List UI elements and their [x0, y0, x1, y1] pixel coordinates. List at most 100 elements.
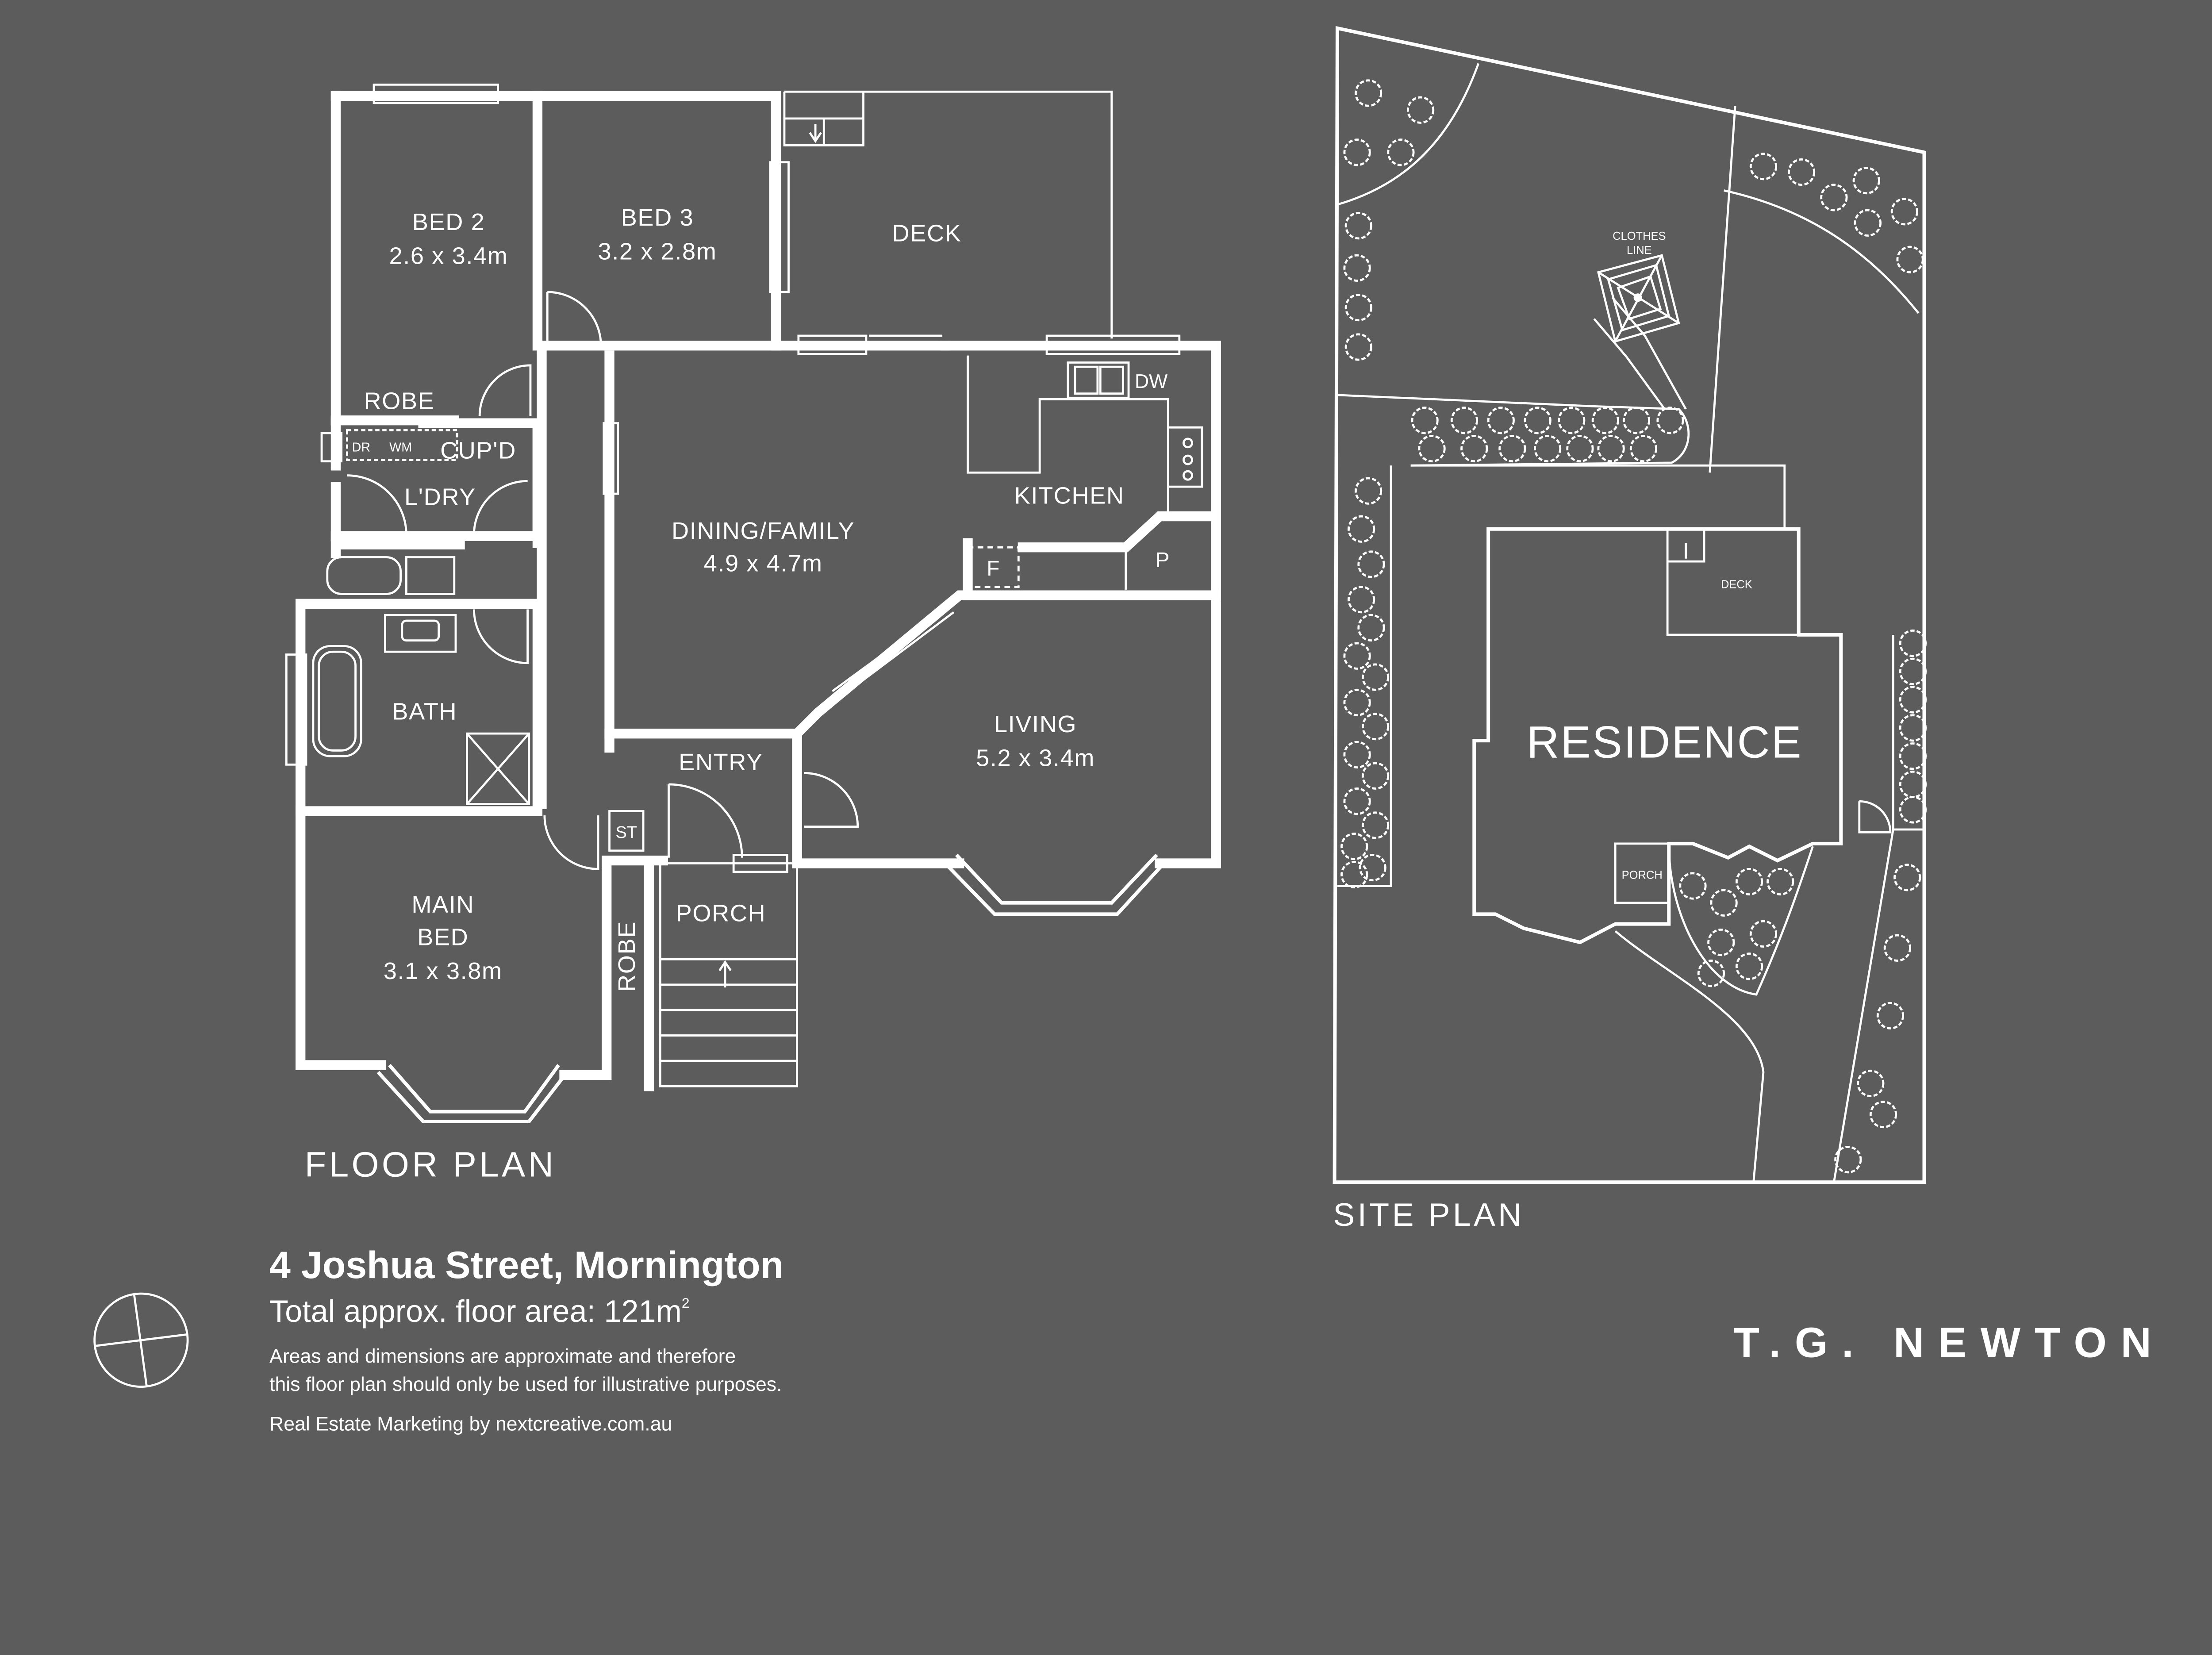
tree-icon: [1359, 854, 1386, 882]
tree-icon: [1344, 333, 1372, 361]
tree-icon: [1387, 138, 1415, 166]
tree-icon: [1343, 254, 1371, 282]
address: 4 Joshua Street, Mornington: [269, 1244, 783, 1286]
site-plan: RESIDENCE DECK PORCH CLOTHES LINE SITE P…: [1333, 26, 1927, 1233]
credit: Real Estate Marketing by nextcreative.co…: [269, 1413, 672, 1435]
tree-icon: [1343, 688, 1371, 717]
site-porch-label: PORCH: [1622, 869, 1663, 882]
tree-icon: [1852, 167, 1880, 195]
tree-icon: [1524, 407, 1551, 434]
tree-icon: [1735, 952, 1763, 980]
disclaimer-line-1: Areas and dimensions are approximate and…: [269, 1345, 736, 1367]
tree-icon: [1344, 294, 1372, 322]
residence-outline: [1472, 527, 1843, 945]
floor-area: Total approx. floor area: 121m2: [269, 1294, 690, 1329]
tree-icon: [1697, 960, 1725, 987]
tree-icon: [1629, 434, 1658, 463]
main-bed-label-2: BED: [417, 924, 469, 950]
bed2-label: BED 2: [412, 209, 485, 235]
tree-icon: [1411, 407, 1439, 434]
tree-icon: [1343, 787, 1371, 815]
tree-icon: [1899, 770, 1927, 799]
cupboard-label: CUP'D: [440, 437, 516, 464]
tree-icon: [1899, 742, 1927, 770]
fixtures: [312, 90, 1203, 1087]
tree-icon: [1854, 209, 1882, 237]
tree-icon: [1707, 929, 1735, 956]
compass: [93, 1292, 189, 1388]
site-boundary: [1333, 26, 1926, 1184]
tree-icon: [1340, 860, 1368, 889]
dryer-label: DR: [352, 440, 370, 454]
bed3-label: BED 3: [621, 204, 694, 231]
tree-icon: [1787, 158, 1816, 186]
tree-icon: [1487, 407, 1515, 434]
floor-area-sup: 2: [682, 1295, 690, 1311]
entry-label: ENTRY: [679, 749, 763, 776]
tree-icon: [1361, 713, 1390, 741]
tree-icon: [1883, 934, 1911, 962]
floor-area-label: Total approx. floor area: 121m: [269, 1294, 682, 1329]
main-bed-label: MAIN: [411, 891, 474, 918]
tree-icon: [1876, 1002, 1905, 1030]
tree-icon: [1348, 515, 1375, 543]
robe-label-2: ROBE: [614, 921, 640, 992]
tree-icon: [1834, 1146, 1862, 1174]
laundry-label: L'DRY: [404, 484, 476, 511]
tree-icon: [1558, 407, 1586, 434]
tree-icon: [1566, 434, 1594, 463]
tree-icon: [1343, 642, 1371, 670]
tree-icon: [1820, 184, 1848, 211]
tree-icon: [1344, 212, 1372, 240]
tree-icon: [1418, 434, 1446, 463]
kitchen-label: KITCHEN: [1014, 482, 1125, 509]
tree-icon: [1767, 868, 1794, 896]
tree-icon: [1343, 741, 1371, 769]
floor-plan-title: FLOOR PLAN: [305, 1144, 557, 1184]
tree-icon: [1890, 198, 1918, 226]
storage-label: ST: [615, 823, 637, 842]
tree-icon: [1893, 864, 1921, 891]
bed3-size: 3.2 x 2.8m: [598, 238, 717, 265]
brand-logo: T.G. NEWTON: [1734, 1319, 2166, 1367]
clothes-line-label: CLOTHES: [1613, 230, 1666, 242]
tree-icon: [1749, 920, 1778, 948]
tree-icon: [1749, 153, 1778, 180]
tree-icon: [1735, 868, 1763, 896]
site-deck-label: DECK: [1721, 579, 1752, 591]
tree-icon: [1656, 407, 1684, 434]
washing-machine-label: WM: [389, 440, 412, 454]
tree-icon: [1622, 407, 1651, 434]
living-size: 5.2 x 3.4m: [976, 745, 1095, 772]
tree-icon: [1533, 434, 1562, 463]
floor-plan-sheet: BED 2 2.6 x 3.4m BED 3 3.2 x 2.8m DECK R…: [93, 26, 2166, 1435]
tree-icon: [1361, 762, 1390, 790]
living-bay-window: [944, 853, 1165, 916]
dishwasher-label: DW: [1135, 371, 1167, 392]
tree-icon: [1357, 550, 1385, 578]
dining-label: DINING/FAMILY: [672, 518, 855, 544]
tree-icon: [1679, 872, 1707, 900]
floor-plan: BED 2 2.6 x 3.4m BED 3 3.2 x 2.8m DECK R…: [285, 83, 1221, 1184]
bath-label: BATH: [392, 698, 457, 725]
tree-icon: [1597, 434, 1625, 463]
residence-label: RESIDENCE: [1527, 717, 1803, 767]
deck-label: DECK: [892, 220, 962, 246]
tree-icon: [1710, 889, 1738, 917]
main-bed-size: 3.1 x 3.8m: [384, 958, 503, 984]
windows: [285, 83, 1181, 873]
tree-icon: [1899, 714, 1927, 742]
tree-icon: [1355, 477, 1382, 505]
tree-icon: [1899, 686, 1927, 714]
main-bed-bay-window: [376, 1064, 569, 1124]
tree-icon: [1361, 811, 1390, 839]
robe-label: ROBE: [364, 388, 434, 415]
tree-icon: [1857, 1069, 1885, 1098]
tree-icon: [1407, 96, 1435, 124]
tree-icon: [1348, 586, 1375, 614]
tree-icon: [1896, 246, 1924, 273]
dining-size: 4.9 x 4.7m: [704, 550, 823, 576]
tree-icon: [1591, 407, 1619, 434]
tree-icon: [1498, 434, 1526, 463]
clothes-line-label-2: LINE: [1627, 244, 1652, 257]
